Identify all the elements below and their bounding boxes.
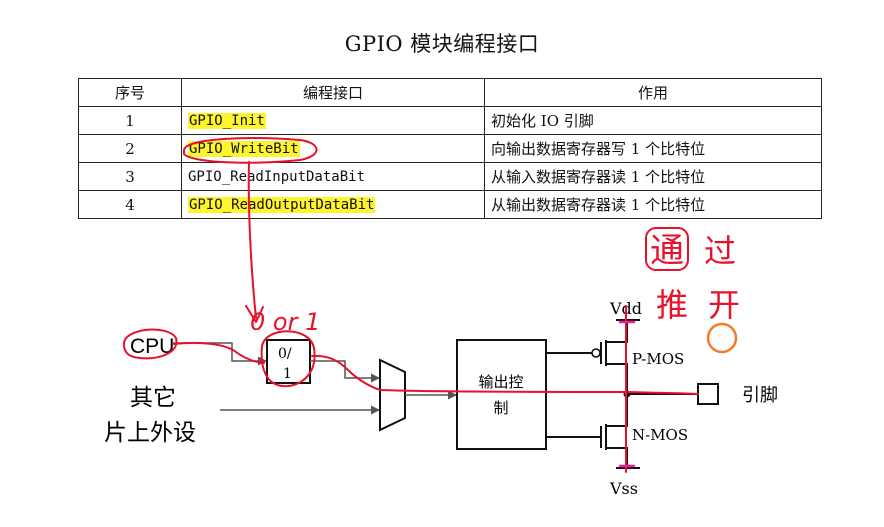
- table-header-row: 序号 编程接口 作用: [78, 78, 822, 107]
- register-to-mux-wire: [310, 360, 380, 383]
- api-table: 序号 编程接口 作用 1 GPIO_Init 初始化 IO 引脚 2 GPIO_…: [78, 78, 822, 219]
- row-desc: 初始化 IO 引脚: [484, 106, 822, 135]
- cpu-label: CPU: [130, 335, 174, 358]
- output-control-block: [456, 339, 547, 450]
- row-desc: 向输出数据寄存器写 1 个比特位: [484, 134, 822, 163]
- writebit-arrow-line: [247, 161, 257, 319]
- writebit-circle: [183, 137, 318, 164]
- handwritten-note-char: 过: [704, 232, 736, 270]
- pen-annotations: [123, 137, 699, 473]
- register-bit-label-bottom: 1: [283, 366, 292, 382]
- pmos-label: P-MOS: [632, 350, 684, 368]
- handwritten-note-char: 开: [708, 286, 740, 324]
- output-data-register: [266, 339, 311, 384]
- nmos-label: N-MOS: [632, 426, 688, 444]
- cpu-path-trace: [173, 341, 265, 364]
- register-bit-label-top: 0/: [278, 346, 292, 362]
- row-desc: 从输出数据寄存器读 1 个比特位: [484, 190, 822, 219]
- row-fn: GPIO_ReadOutputDataBit: [188, 196, 376, 213]
- other-peripherals-label: 其它: [130, 385, 176, 411]
- output-path-trace: [311, 354, 699, 395]
- table-row: 4 GPIO_ReadOutputDataBit 从输出数据寄存器读 1 个比特…: [78, 190, 822, 219]
- page-title: GPIO 模块编程接口: [344, 32, 540, 56]
- other-peripherals-label-2: 片上外设: [104, 420, 196, 446]
- table-row: 3 GPIO_ReadInputDataBit 从输入数据寄存器读 1 个比特位: [78, 162, 822, 191]
- multiplexer: [379, 358, 406, 432]
- output-control-label-2: 制: [493, 399, 508, 417]
- handwritten-note-char: 推: [656, 286, 688, 324]
- row-fn: GPIO_Init: [188, 112, 266, 129]
- writebit-arrow-head: [245, 305, 264, 323]
- row-no: 3: [78, 162, 182, 191]
- row-no: 4: [78, 190, 182, 219]
- vss-label: Vss: [609, 479, 638, 498]
- table-row: 1 GPIO_Init 初始化 IO 引脚: [78, 106, 822, 135]
- row-desc: 从输入数据寄存器读 1 个比特位: [484, 162, 822, 191]
- output-control-label: 输出控: [478, 373, 523, 391]
- header-function: 作用: [484, 78, 822, 107]
- register-circle: [260, 330, 316, 388]
- row-fn: GPIO_WriteBit: [188, 140, 300, 157]
- handwritten-0-or-1: 0 or 1: [250, 308, 320, 336]
- handwritten-note-char: 通: [650, 231, 684, 271]
- rail-marks: [619, 320, 635, 468]
- pmos-gate-bubble: [591, 348, 601, 358]
- header-no: 序号: [78, 78, 182, 107]
- pin-pad: [697, 383, 719, 405]
- row-fn: GPIO_ReadInputDataBit: [188, 168, 366, 185]
- note-box: [645, 227, 689, 271]
- orange-circle-marker: [706, 322, 738, 354]
- pin-label: 引脚: [742, 385, 778, 406]
- row-no: 2: [78, 134, 182, 163]
- cpu-circle: [123, 328, 178, 360]
